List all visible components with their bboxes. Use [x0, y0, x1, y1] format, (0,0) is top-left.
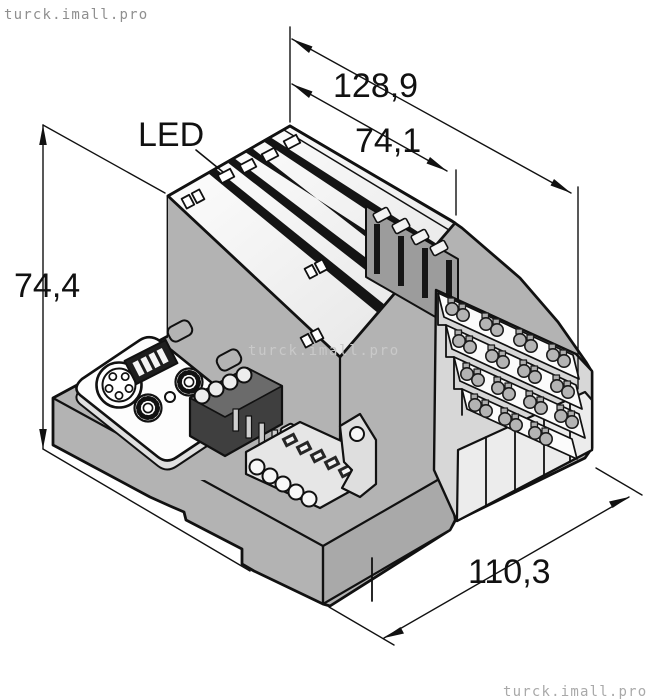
dimension-height	[39, 124, 251, 572]
dim-label-overall-depth: 128,9	[333, 67, 418, 105]
dim-label-height: 74,4	[14, 267, 80, 305]
terminal-slice-block	[432, 288, 594, 523]
dim-label-module-depth: 74,1	[355, 122, 421, 160]
watermark-center: turck.imall.pro	[248, 343, 400, 359]
device-illustration	[51, 124, 594, 608]
end-bracket	[338, 412, 378, 499]
module-stack-top-face	[166, 124, 457, 359]
dim-label-width: 110,3	[468, 553, 551, 591]
dimension-annotations	[39, 26, 643, 646]
watermark-top-left: turck.imall.pro	[4, 7, 148, 23]
power-terminal-block	[188, 366, 284, 458]
dimension-overall-depth	[289, 26, 579, 390]
led-windows	[180, 133, 329, 349]
led-label: LED	[138, 116, 204, 154]
rotary-switch-2	[135, 395, 162, 422]
address-switch-window	[123, 338, 179, 386]
dimension-width	[328, 467, 643, 646]
fieldbus-connector-block	[244, 412, 378, 510]
led-leader-line	[195, 149, 224, 173]
plate-hole	[164, 391, 176, 403]
dimension-module-depth	[291, 83, 457, 216]
watermark-bottom-right: turck.imall.pro	[503, 684, 647, 700]
